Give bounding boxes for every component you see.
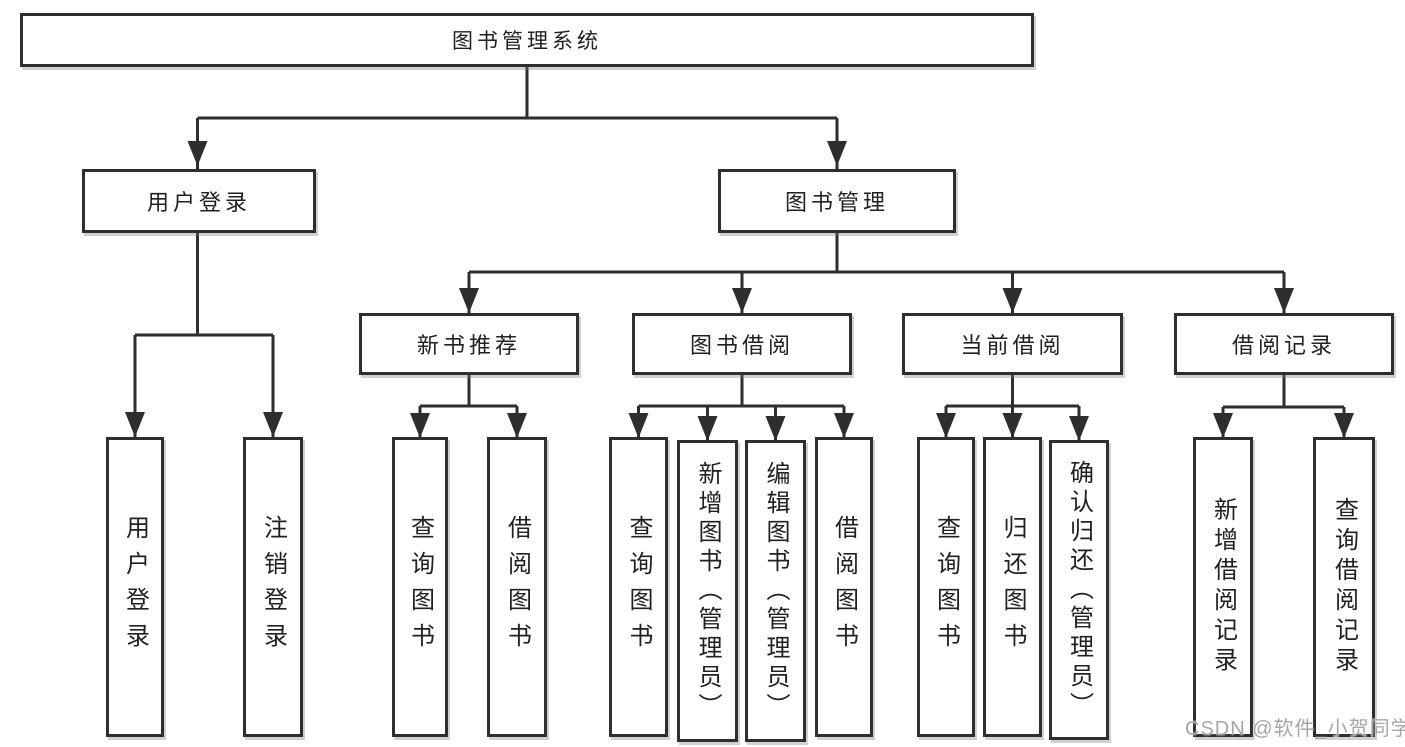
node-book-borrowing: 图书借阅 [632, 313, 852, 375]
node-current-borrowing: 当前借阅 [902, 313, 1123, 375]
node-current-return-books: 归还图书 [983, 437, 1042, 737]
node-borrowing-edit-books-admin: 编辑图书（管理员） [745, 440, 806, 742]
connector-path [133, 67, 1346, 440]
node-user-login: 用户登录 [82, 169, 316, 233]
node-borrowing-records: 借阅记录 [1174, 313, 1394, 375]
node-recommend-borrow-books: 借阅图书 [487, 437, 547, 737]
node-borrowing-borrow-books: 借阅图书 [815, 437, 873, 737]
node-library-management-system: 图书管理系统 [20, 13, 1034, 67]
node-borrowing-query-books: 查询图书 [609, 437, 668, 737]
csdn-watermark: CSDN @软件_小贺同学 [1185, 718, 1405, 740]
arrowheads [125, 141, 1354, 441]
node-new-book-recommendation: 新书推荐 [359, 313, 579, 375]
node-recommend-query-books: 查询图书 [392, 437, 448, 737]
node-borrowing-add-books-admin: 新增图书（管理员） [677, 440, 738, 742]
node-leaf-logout-login: 注销登录 [243, 437, 303, 737]
node-book-management: 图书管理 [718, 169, 956, 233]
node-records-query-borrow-record: 查询借阅记录 [1313, 437, 1375, 737]
node-current-query-books: 查询图书 [917, 437, 975, 737]
node-records-add-borrow-record: 新增借阅记录 [1193, 437, 1253, 737]
node-current-confirm-return-admin: 确认归还（管理员） [1049, 440, 1109, 740]
node-leaf-user-login: 用户登录 [106, 437, 164, 737]
